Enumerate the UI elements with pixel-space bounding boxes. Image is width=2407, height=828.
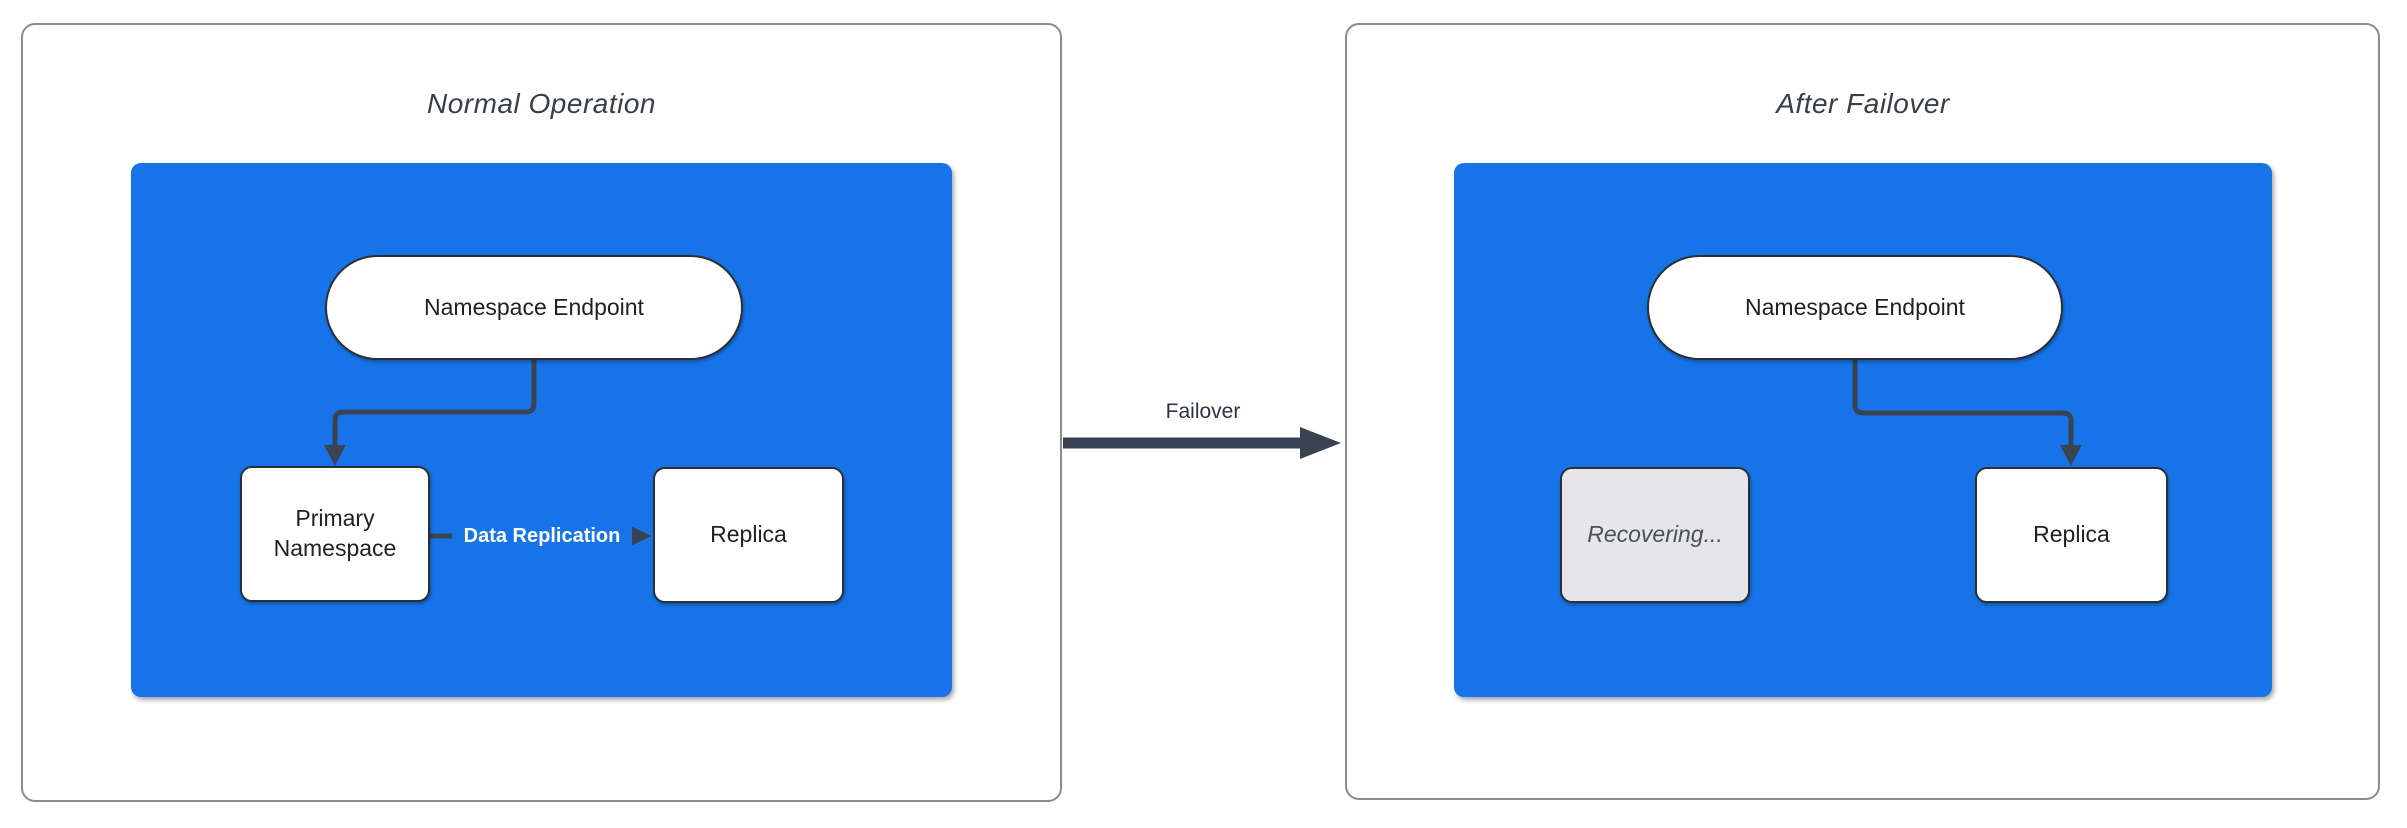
node-namespace-endpoint: Namespace Endpoint: [325, 255, 743, 360]
node-label: Recovering...: [1587, 521, 1723, 548]
node-primary-namespace: Primary Namespace: [240, 466, 430, 602]
node-namespace-endpoint-after: Namespace Endpoint: [1647, 255, 2063, 360]
panel-title-normal-operation: Normal Operation: [427, 88, 656, 119]
node-replica: Replica: [653, 467, 844, 603]
cluster-after-failover: [1454, 163, 2272, 697]
edge-label-data-replication: Data Replication: [452, 521, 632, 551]
node-label: Primary Namespace: [273, 505, 397, 561]
transition-label-failover: Failover: [1165, 400, 1241, 423]
panel-title-after-failover: After Failover: [1776, 88, 1950, 119]
failover-arrowhead: [1300, 427, 1341, 459]
cluster-normal-operation: [131, 163, 952, 697]
node-label: Namespace Endpoint: [1745, 293, 1965, 320]
node-label: Replica: [2033, 521, 2110, 548]
node-label: Namespace Endpoint: [424, 293, 644, 320]
node-label: Replica: [710, 521, 787, 548]
node-recovering: Recovering...: [1560, 467, 1750, 603]
node-replica-after: Replica: [1975, 467, 2168, 603]
